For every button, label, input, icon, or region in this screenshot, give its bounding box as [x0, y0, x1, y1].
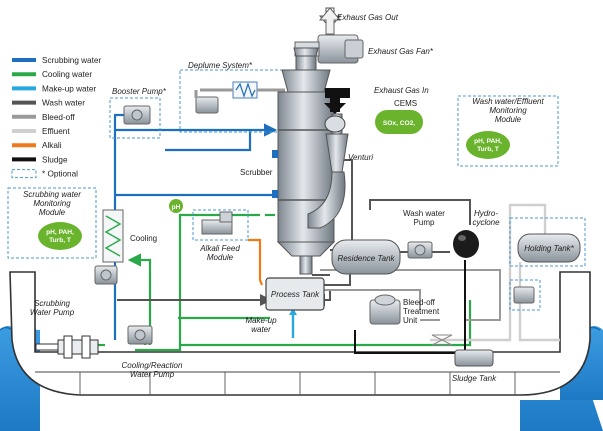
scrub-module-title-3: Module: [39, 208, 66, 217]
legend-item: Scrubbing water: [12, 56, 101, 65]
bleed-off-lines: [310, 269, 501, 321]
wash-water-pump-label-1: Wash water: [403, 209, 445, 218]
exhaust-gas-in-label: Exhaust Gas In: [374, 86, 429, 95]
sea-chest-valves: [35, 335, 99, 359]
deplume-system-label: Deplume System*: [188, 61, 253, 70]
legend-label: Effluent: [42, 127, 70, 136]
ship-hull: [9, 271, 591, 396]
scrub-badge-line2: Turb, T: [49, 237, 71, 244]
legend-label: Alkali: [42, 141, 62, 150]
scrub-module-title-2: Monitoring: [33, 199, 71, 208]
wash-module-box: [457, 95, 559, 167]
legend-label: Sludge: [42, 155, 68, 164]
venturi: [307, 113, 349, 229]
alkali-feed-label-1: Alkali Feed: [199, 244, 240, 253]
wash-water-pump-label-2: Pump: [414, 218, 435, 227]
legend-item: Cooling water: [12, 70, 92, 79]
hydrocyclone-label-2: cyclone: [472, 218, 500, 227]
scrubbing-pump-label-1: Scrubbing: [34, 299, 71, 308]
makeup-water-label-1: Make-up: [245, 316, 277, 325]
wash-module-title-1: Wash water/Effluent: [472, 97, 544, 106]
wash-badge-line2: Turb, T: [477, 146, 499, 153]
legend-item: Bleed-off: [12, 113, 75, 122]
scrubbing-water-lines: [113, 113, 278, 340]
cems-badge-text: SOx, CO2,: [383, 120, 415, 127]
wash-module-title-2: Monitoring: [489, 106, 527, 115]
alkali-feed-label-2: Module: [207, 253, 234, 262]
scrub-module-badge: pH, PAH, Turb, T: [38, 222, 82, 250]
ph-badge: pH: [169, 199, 183, 213]
exhaust-gas-fan-label: Exhaust Gas Fan*: [368, 47, 434, 56]
exhaust-gas-out-label: Exhaust Gas Out: [337, 13, 399, 22]
optional-pump-box: [509, 279, 541, 311]
sludge-tank-label: Sludge Tank: [452, 374, 497, 383]
alkali-line: [248, 238, 264, 286]
wash-module-title-3: Module: [495, 115, 522, 124]
cems-badge: SOx, CO2,: [375, 110, 423, 134]
makeup-water-label-2: water: [251, 325, 271, 334]
scrubber-tower: [272, 47, 336, 275]
bleed-off-label-1: Bleed-off: [403, 298, 436, 307]
scrub-badge-line1: pH, PAH,: [46, 229, 74, 236]
holding-tank-box: [509, 217, 586, 267]
alkali-feed-box: [192, 209, 249, 241]
cooling-label: Cooling: [130, 234, 157, 243]
legend-label: * Optional: [42, 170, 78, 179]
hydrocyclone-label-1: Hydro-: [474, 209, 498, 218]
holding-tank-label: Holding Tank*: [524, 244, 574, 253]
legend-item: Effluent: [12, 127, 70, 136]
legend-item: Alkali: [12, 141, 62, 150]
makeup-water-line: [289, 308, 297, 338]
legend-item: * Optional: [11, 169, 78, 179]
cems-label: CEMS: [394, 99, 417, 108]
scrubber-label: Scrubber: [240, 168, 273, 177]
legend-label: Wash water: [42, 99, 85, 108]
legend-label: Make-up water: [42, 84, 96, 93]
holding-tank-shape: [517, 233, 581, 263]
ph-badge-text: pH: [172, 204, 181, 211]
legend-item: Wash water: [12, 99, 85, 108]
cooling-pump-label-1: Cooling/Reaction: [122, 361, 183, 370]
scrubbing-water-pump: [94, 265, 118, 285]
wash-water-pump: [407, 241, 433, 259]
cooling-pump-label-2: Water Pump: [130, 370, 175, 379]
hydrocyclone: [453, 230, 479, 258]
cooling-water-lines: [95, 213, 472, 352]
wash-badge-line1: pH, PAH,: [474, 138, 502, 145]
venturi-label: Venturi: [348, 153, 373, 162]
wash-module-badge: pH, PAH, Turb, T: [466, 131, 510, 159]
scrub-module-box: [7, 187, 97, 259]
bleed-off-label-2: Treatment: [403, 307, 440, 316]
legend-label: Bleed-off: [42, 113, 75, 122]
scrubbing-pump-label-2: Water Pump: [30, 308, 75, 317]
bleed-off-treatment-unit: [369, 294, 453, 346]
process-tank-shape: [265, 277, 325, 311]
process-tank-label: Process Tank: [271, 290, 320, 299]
residence-tank-shape: [331, 239, 401, 275]
sludge-lines: [354, 260, 466, 354]
optional-effluent-pump: [513, 286, 535, 304]
alkali-feed-module: [201, 211, 233, 235]
residence-tank-label: Residence Tank: [337, 254, 395, 263]
cooling-heat-exchanger: [102, 209, 124, 263]
legend-item: Make-up water: [12, 84, 96, 93]
legend-item: Sludge: [12, 155, 68, 164]
scrub-module-title-1: Scrubbing water: [23, 190, 81, 199]
bleed-off-label-3: Unit: [403, 316, 418, 325]
booster-pump-box: [109, 97, 161, 139]
booster-pump-label: Booster Pump*: [112, 87, 167, 96]
legend-swatch: [11, 169, 37, 179]
cooling-reaction-pump: [127, 325, 153, 345]
exhaust-gas-out-arrow: [318, 7, 342, 35]
legend-label: Scrubbing water: [42, 56, 101, 65]
sludge-tank-shape: [454, 349, 494, 367]
booster-pump: [123, 105, 151, 125]
legend-label: Cooling water: [42, 70, 92, 79]
exhaust-gas-in-arrow: [324, 88, 350, 114]
deplume-heat-exchanger: [194, 81, 285, 114]
